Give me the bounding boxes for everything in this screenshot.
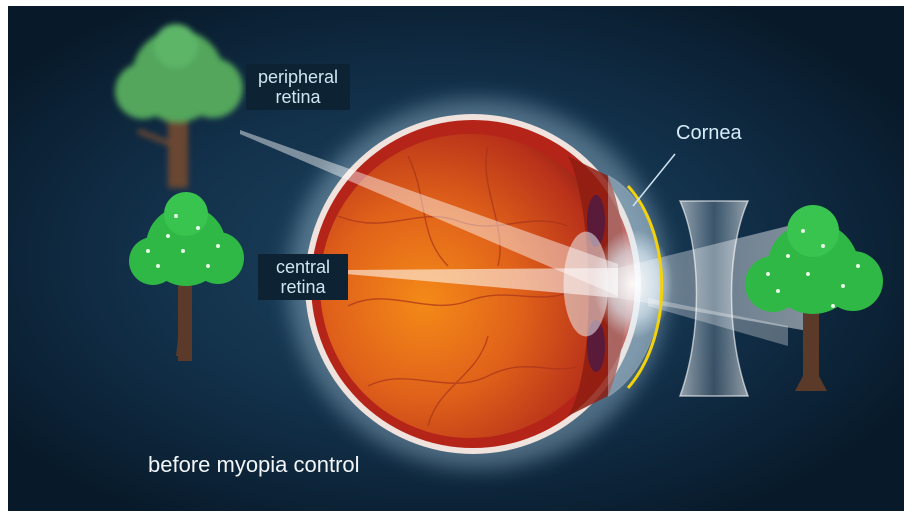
cornea-label: Cornea: [676, 122, 742, 145]
diagram-canvas: peripheral retina central retina Cornea …: [8, 6, 904, 511]
caption-text: before myopia control: [148, 452, 360, 478]
central-retina-label: central retina: [258, 254, 348, 300]
peripheral-retina-label: peripheral retina: [246, 64, 350, 110]
eye-diagram-svg: [8, 6, 904, 511]
